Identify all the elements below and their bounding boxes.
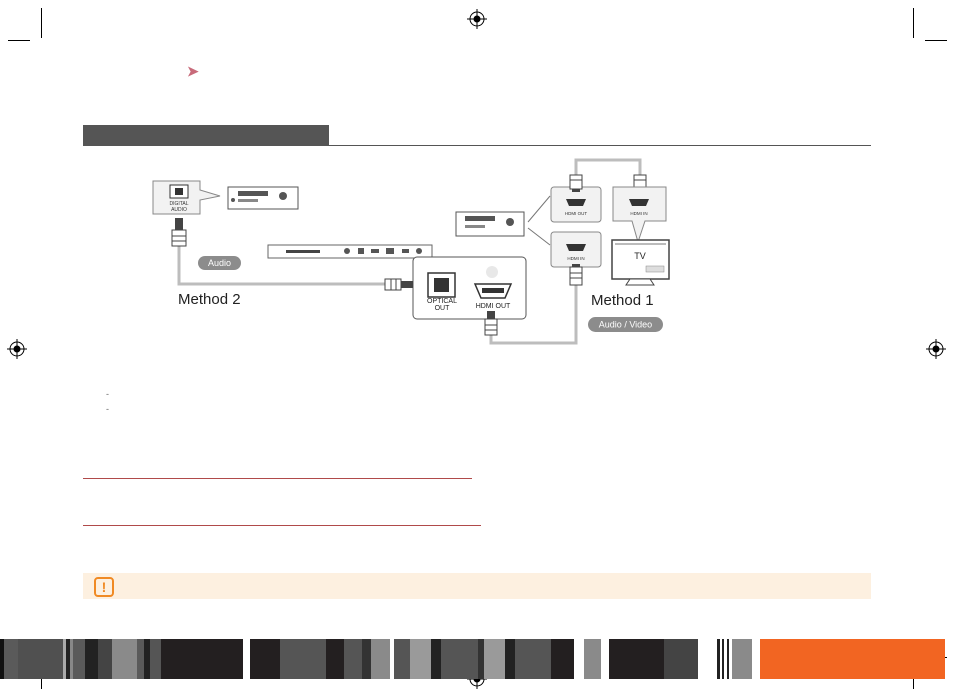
receiver-hdmi-in-box: HDMI IN <box>550 231 602 268</box>
print-color-bar <box>112 639 137 679</box>
hdmi-plug-player <box>484 311 498 336</box>
label-method1: Method 1 <box>591 292 654 309</box>
label-optical-1: OPTICAL <box>427 298 457 305</box>
print-color-bar <box>664 639 698 679</box>
print-color-bar <box>18 639 63 679</box>
hdmi-plug-receiver-bottom <box>569 264 583 286</box>
list-bullet: - <box>106 389 109 399</box>
connection-diagram: DIGITAL AUDIO Audio Method 2 <box>152 158 670 345</box>
print-color-bar <box>431 639 441 679</box>
label-audio: Audio <box>208 258 231 268</box>
audio-video-pill: Audio / Video <box>588 317 663 332</box>
print-color-bar <box>326 639 344 679</box>
label-hdmi-out: HDMI OUT <box>476 303 511 310</box>
print-color-bar <box>609 639 664 679</box>
print-color-bar <box>66 639 70 679</box>
print-color-bar <box>85 639 98 679</box>
print-color-bar <box>144 639 150 679</box>
print-color-bar <box>371 639 390 679</box>
print-color-bar <box>515 639 551 679</box>
label-optical-2: OUT <box>435 305 451 312</box>
section-header-line <box>329 145 871 146</box>
print-color-bar <box>4 639 18 679</box>
label-digital-audio-1: DIGITAL <box>169 201 188 207</box>
player-device <box>267 244 433 259</box>
optical-plug-right <box>384 278 413 291</box>
print-color-bar-orange <box>760 639 945 679</box>
print-color-bar <box>250 639 280 679</box>
print-color-bar <box>73 639 85 679</box>
print-color-bar <box>150 639 161 679</box>
crop-mark <box>41 8 42 38</box>
print-color-bar <box>732 639 752 679</box>
label-hdmi-in-small: HDMI IN <box>567 256 584 261</box>
registration-mark-icon <box>926 339 946 359</box>
hdmi-plug-receiver-top <box>569 174 583 192</box>
print-color-bar <box>717 639 720 679</box>
cable-lines <box>177 158 642 345</box>
callout-lines <box>527 195 551 246</box>
print-color-bar <box>478 639 484 679</box>
print-color-bar <box>63 639 66 679</box>
registration-mark-icon <box>467 9 487 29</box>
print-color-bar <box>505 639 515 679</box>
label-tv: TV <box>634 251 646 261</box>
divider-line <box>83 478 472 479</box>
print-color-bar <box>394 639 410 679</box>
label-audio-video: Audio / Video <box>599 320 652 330</box>
tv-icon: TV <box>611 239 670 286</box>
print-color-bar <box>727 639 729 679</box>
list-bullet: - <box>106 404 109 414</box>
crop-mark <box>913 8 914 38</box>
chevron-right-icon: ➤ <box>187 63 199 79</box>
section-header-bar <box>83 125 329 146</box>
caution-icon: ! <box>94 577 114 597</box>
print-color-bar <box>137 639 144 679</box>
registration-mark-icon <box>7 339 27 359</box>
receiver-hdmi-out-box: HDMI OUT <box>550 186 602 223</box>
print-color-bar <box>410 639 431 679</box>
print-color-bar <box>584 639 601 679</box>
print-color-bar <box>98 639 112 679</box>
print-color-bar <box>441 639 478 679</box>
divider-line <box>83 525 481 526</box>
print-color-bar <box>0 639 4 679</box>
print-color-bar <box>722 639 724 679</box>
print-color-bar <box>484 639 505 679</box>
label-method2: Method 2 <box>178 291 241 308</box>
port-zoom-panel: OPTICAL OUT HDMI OUT <box>412 256 527 320</box>
caution-box: ! <box>83 573 871 599</box>
crop-mark <box>925 40 947 41</box>
crop-mark <box>8 40 30 41</box>
tv-hdmi-in-bubble: HDMI IN <box>612 186 667 244</box>
label-hdmi-out-small: HDMI OUT <box>565 211 587 216</box>
av-receiver-right <box>455 211 525 237</box>
optical-plug-left <box>171 218 187 247</box>
print-color-bar <box>344 639 362 679</box>
print-color-bar <box>70 639 73 679</box>
av-receiver-left <box>227 186 299 210</box>
print-color-bar <box>551 639 574 679</box>
print-color-bar <box>362 639 371 679</box>
label-hdmi-in-tv: HDMI IN <box>630 211 647 216</box>
print-color-bar <box>280 639 326 679</box>
print-color-bar <box>161 639 243 679</box>
label-digital-audio-2: AUDIO <box>171 207 187 213</box>
digital-audio-bubble: DIGITAL AUDIO <box>152 180 221 215</box>
audio-pill: Audio <box>198 256 241 270</box>
